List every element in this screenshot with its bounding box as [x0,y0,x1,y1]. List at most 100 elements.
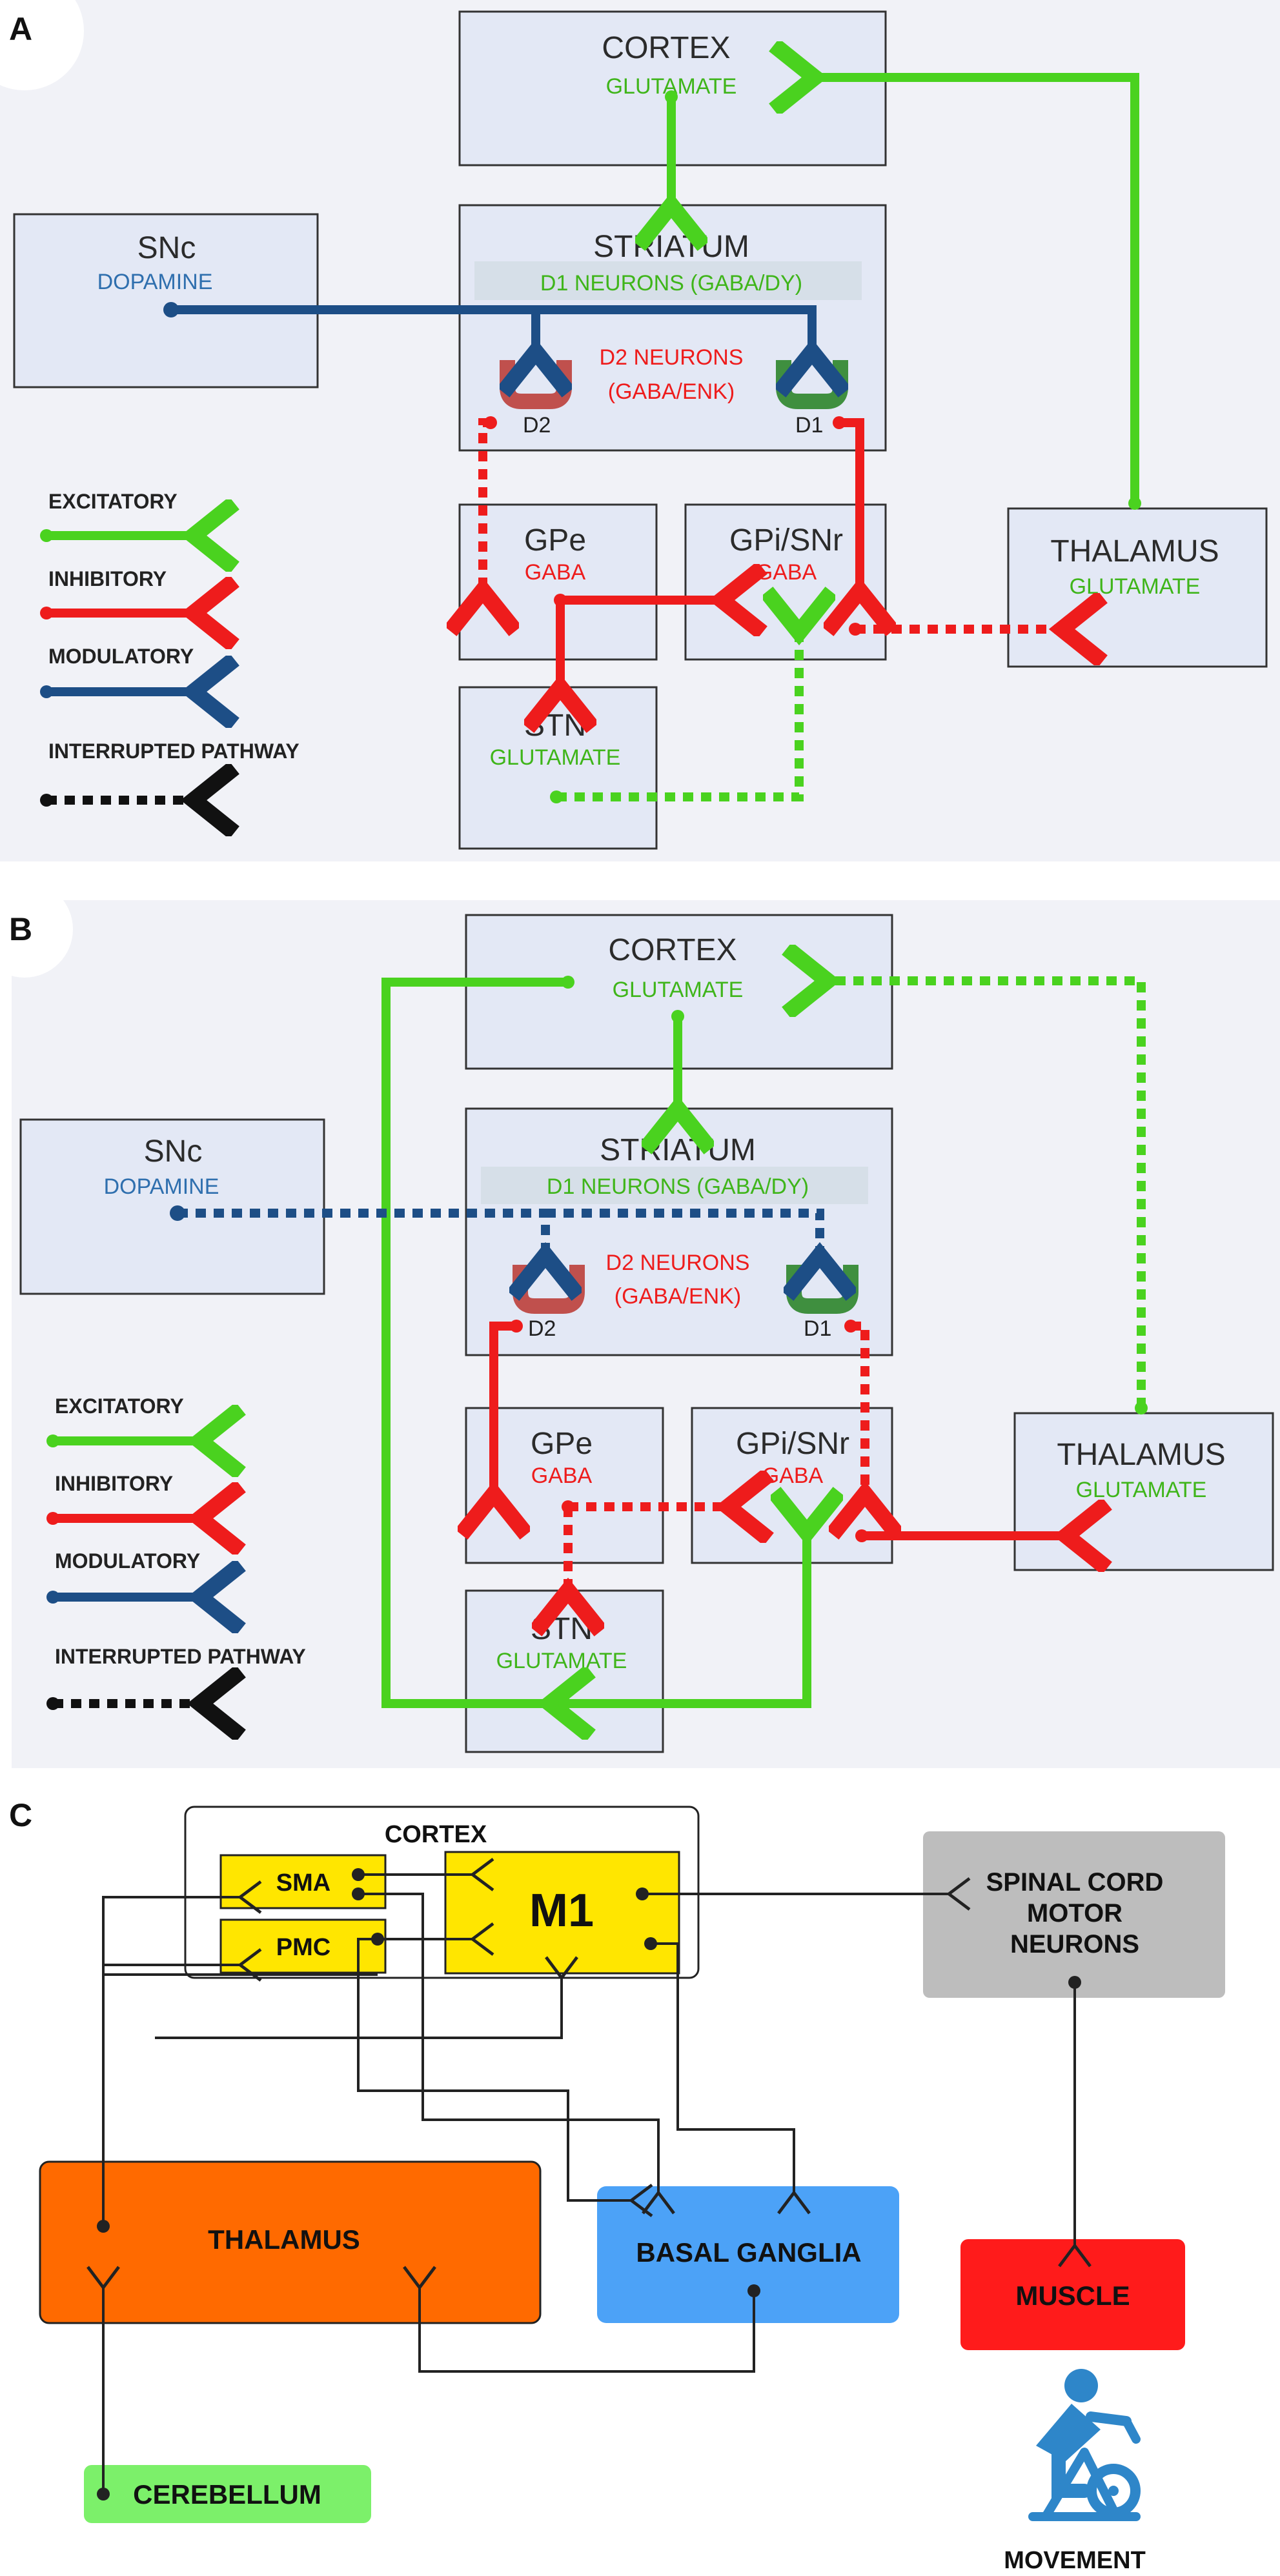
c-movement-label: MOVEMENT [1004,2547,1146,2574]
c-thalamus-to-sma [102,1880,262,2226]
b-snc-dot [170,1205,185,1221]
b-cortex-hyperdirect-dot [562,976,574,989]
a-snc-dot [163,302,179,317]
b-thalamus-title: THALAMUS [1057,1438,1225,1472]
c-bg-dot [747,2284,760,2297]
a-legend-interrupted: INTERRUPTED PATHWAY [48,740,300,763]
b-thalamus-to-cortex [828,981,1146,1408]
b-gpe-sub: GABA [531,1464,593,1488]
a-stn-to-gpi [556,632,799,801]
a-legend-inhibitory-dot [40,607,53,619]
a-legend-modulatory-dot [40,685,53,698]
b-legend-inhibitory-dot [46,1512,59,1525]
b-stn-to-gpi [565,1533,807,1708]
d1-neurons-label: D1 NEURONS (GABA/DY) [540,271,802,296]
cortex-title: CORTEX [602,31,730,65]
a-legend-interrupted-dot [40,794,53,807]
a-stn-dot [550,790,563,803]
c-muscle-box [960,2239,1185,2350]
b-stn-dot [558,1697,571,1710]
b-legend-excitatory: EXCITATORY [55,1394,184,1418]
panel-a-label: A [9,11,32,47]
d2-neurons-label-2: (GABA/ENK) [608,379,735,404]
b-gpe-title: GPe [531,1427,593,1461]
b-gpi-sub: GABA [762,1464,824,1488]
b-d2-to-gpe [494,1322,516,1494]
a-thalamus-to-cortex [815,77,1139,503]
b-legend-modulatory-dot [46,1591,59,1604]
thalamus-sub: GLUTAMATE [1070,574,1201,599]
c-sma-label: SMA [276,1869,330,1897]
c-cerebellum-dot [97,2488,110,2501]
c-thalamus-label: THALAMUS [208,2224,360,2255]
b-d1-dot [844,1320,857,1333]
panel-b-label-disc [0,881,73,978]
c-sma-to-bg [358,1893,675,2215]
b-d2-dot [510,1320,523,1333]
c-pmc-label: PMC [276,1934,330,1961]
snc-title: SNc [137,231,196,265]
d2-tag: D2 [523,413,551,438]
d1-tag: D1 [795,413,823,438]
c-basal-ganglia-box [597,2186,899,2323]
c-pmc-to-bg [357,1938,653,2217]
panel-c-label: C [9,1797,32,1833]
snc-sub: DOPAMINE [97,270,213,294]
thalamus-title: THALAMUS [1050,534,1219,569]
c-m1-dot-2 [644,1937,657,1950]
c-thalamus-dot [97,2220,110,2233]
b-legend-interrupted: INTERRUPTED PATHWAY [55,1645,306,1668]
b-d1-neurons-label: D1 NEURONS (GABA/DY) [547,1174,809,1199]
b-legend-interrupted-dot [46,1697,59,1710]
panel-b-label: B [9,911,32,947]
b-snc-to-d1 [545,1209,820,1255]
b-legend-inhibitory: INHIBITORY [55,1472,173,1495]
a-legend-inhibitory: INHIBITORY [48,567,167,590]
panel-a: CORTEX GLUTAMATE SNc DOPAMINE STRIATUM D… [13,10,1268,850]
c-basal-ganglia-label: BASAL GANGLIA [636,2237,861,2268]
b-gpi-title: GPi/SNr [736,1427,849,1461]
gpe-sub: GABA [525,560,586,585]
b-cortex-sub: GLUTAMATE [613,978,744,1002]
b-d2-tag: D2 [528,1316,556,1341]
b-stn-sub: GLUTAMATE [496,1649,627,1673]
b-gpe-dot [562,1500,574,1513]
a-thalamus-dot [1128,497,1141,510]
a-d2-dot [484,416,497,429]
stn-title: STN [524,709,586,743]
striatum-title: STRIATUM [593,230,749,264]
c-cerebellum-box [84,2465,371,2523]
c-m1-to-bg [651,1942,811,2215]
c-m1-label: M1 [529,1885,594,1937]
c-sma-dot-2 [352,1887,365,1900]
b-thalamus-dot [1135,1402,1148,1414]
stn-sub: GLUTAMATE [490,745,621,770]
a-cortex-dot [665,90,678,103]
a-legend-modulatory: MODULATORY [48,645,194,668]
panel-c: CORTEX SMA PMC M1 SPINAL CORD MOTOR NEUR… [39,1806,1225,2574]
b-snc-box [19,1118,325,1295]
c-cerebellum-label: CEREBELLUM [133,2479,321,2510]
b-thalamus-sub: GLUTAMATE [1076,1478,1207,1502]
a-snc-to-d1 [536,305,812,352]
gpi-sub: GABA [756,560,817,585]
c-spinal-dot [1068,1976,1081,1989]
b-d1-neurons-band [481,1167,868,1204]
c-spinal-label-2: MOTOR [1027,1899,1123,1927]
c-cortex-label: CORTEX [385,1821,487,1848]
d2-neurons-label-1: D2 NEURONS [600,345,744,370]
c-muscle-label: MUSCLE [1015,2280,1130,2311]
a-gpi-dot [849,623,862,636]
cyclist-icon [1028,2369,1141,2521]
panel-a-label-disc [0,0,84,90]
d1-neurons-band [474,261,862,300]
b-legend-modulatory: MODULATORY [55,1549,200,1573]
a-d1-to-gpi [839,418,860,590]
b-snc-title: SNc [144,1134,203,1169]
a-gpe-dot [554,594,567,607]
b-gpi-dot [855,1529,868,1542]
b-d2-neurons-label-2: (GABA/ENK) [615,1284,741,1309]
b-cortex-title: CORTEX [608,933,737,967]
b-cortex-to-stn [381,978,568,1704]
